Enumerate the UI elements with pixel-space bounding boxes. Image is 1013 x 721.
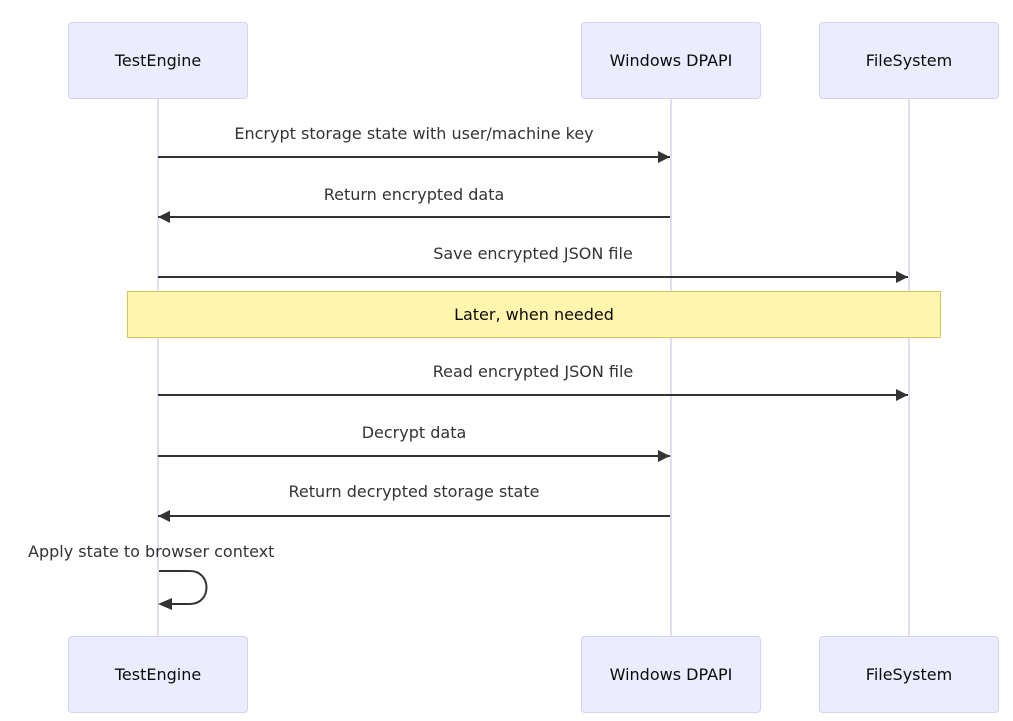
actor-label-windows-dpapi-top: Windows DPAPI — [609, 50, 733, 70]
message-line-3 — [158, 276, 908, 278]
note-label-later-when-needed: Later, when needed — [454, 304, 614, 324]
message-line-6 — [158, 515, 670, 517]
lifeline-windows-dpapi — [670, 99, 672, 636]
lifeline-test-engine — [157, 99, 159, 636]
actor-label-test-engine-bottom: TestEngine — [114, 664, 202, 684]
message-arrowhead-2 — [158, 211, 170, 223]
message-label-5: Decrypt data — [361, 423, 467, 442]
actor-box-windows-dpapi-top[interactable]: Windows DPAPI — [581, 22, 761, 99]
lifeline-filesystem — [908, 99, 910, 636]
message-line-1 — [158, 156, 670, 158]
message-arrowhead-5 — [658, 450, 670, 462]
actor-label-windows-dpapi-bottom: Windows DPAPI — [609, 664, 733, 684]
actor-box-windows-dpapi-bottom[interactable]: Windows DPAPI — [581, 636, 761, 713]
actor-box-test-engine-top[interactable]: TestEngine — [68, 22, 248, 99]
message-label-3: Save encrypted JSON file — [433, 244, 633, 263]
actor-box-filesystem-bottom[interactable]: FileSystem — [819, 636, 999, 713]
message-line-5 — [158, 455, 670, 457]
message-arrowhead-3 — [896, 271, 908, 283]
message-label-6: Return decrypted storage state — [288, 482, 540, 501]
message-label-4: Read encrypted JSON file — [432, 362, 634, 381]
message-label-1: Encrypt storage state with user/machine … — [234, 124, 594, 143]
message-line-2 — [158, 216, 670, 218]
actor-label-filesystem-top: FileSystem — [865, 50, 953, 70]
message-arrowhead-6 — [158, 510, 170, 522]
message-arrowhead-4 — [896, 389, 908, 401]
message-arrowhead-1 — [658, 151, 670, 163]
actor-label-filesystem-bottom: FileSystem — [865, 664, 953, 684]
actor-box-test-engine-bottom[interactable]: TestEngine — [68, 636, 248, 713]
actor-box-filesystem-top[interactable]: FileSystem — [819, 22, 999, 99]
self-message-label: Apply state to browser context — [28, 542, 275, 561]
message-line-4 — [158, 394, 908, 396]
message-label-2: Return encrypted data — [323, 185, 505, 204]
note-later-when-needed: Later, when needed — [127, 291, 941, 338]
self-message-loop — [158, 570, 208, 610]
actor-label-test-engine-top: TestEngine — [114, 50, 202, 70]
